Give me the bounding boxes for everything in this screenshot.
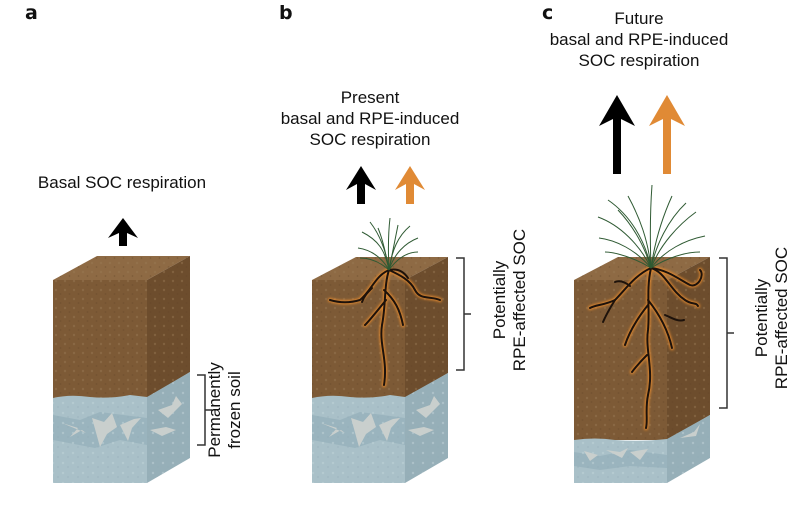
- panel-b-grass: [357, 217, 419, 271]
- panel-c-letter: c: [542, 2, 554, 24]
- panel-c-basal-arrow-icon: [599, 95, 635, 174]
- panel-a-bracket: [197, 374, 212, 446]
- panel-a-soil-block: [53, 256, 190, 483]
- panel-b-bracket: [456, 257, 471, 371]
- panel-b-letter: b: [279, 2, 293, 24]
- panel-c-bracket: [719, 257, 734, 409]
- bracket-label-line: frozen soil: [225, 371, 244, 449]
- panel-c-roots: [588, 266, 704, 430]
- panel-c-caption: Future basal and RPE-induced SOC respira…: [539, 8, 739, 71]
- caption-line: Present: [340, 88, 400, 107]
- bracket-label-line: Potentially: [752, 278, 771, 358]
- bracket-label-line: Potentially: [490, 260, 509, 340]
- panel-b-roots: [328, 268, 442, 387]
- panel-a-basal-arrow-icon: [108, 218, 138, 246]
- panel-b-caption: Present basal and RPE-induced SOC respir…: [270, 87, 470, 150]
- panel-c-bracket-label: Potentially RPE-affected SOC: [752, 238, 792, 398]
- panel-c-grass: [597, 184, 706, 269]
- panel-c-soil-block: [574, 257, 710, 483]
- panel-a-bracket-label: Permanently frozen soil: [205, 360, 245, 460]
- caption-line: Basal SOC respiration: [37, 173, 207, 192]
- bracket-label-line: Permanently: [205, 362, 224, 458]
- caption-line: basal and RPE-induced: [280, 109, 460, 128]
- panel-b-rpe-arrow-icon: [395, 166, 425, 204]
- panel-c-rpe-arrow-icon: [649, 95, 685, 174]
- caption-line: SOC respiration: [309, 130, 431, 149]
- caption-line: SOC respiration: [578, 51, 700, 70]
- panel-a-letter: a: [25, 2, 38, 24]
- bracket-label-line: RPE-affected SOC: [510, 228, 529, 372]
- panel-a-caption: Basal SOC respiration: [22, 172, 222, 193]
- panel-b-soil-block: [312, 257, 448, 483]
- bracket-label-line: RPE-affected SOC: [772, 246, 791, 390]
- caption-line: Future: [614, 9, 664, 28]
- panel-b-basal-arrow-icon: [346, 166, 376, 204]
- caption-line: basal and RPE-induced: [549, 30, 729, 49]
- panel-b-bracket-label: Potentially RPE-affected SOC: [490, 220, 530, 380]
